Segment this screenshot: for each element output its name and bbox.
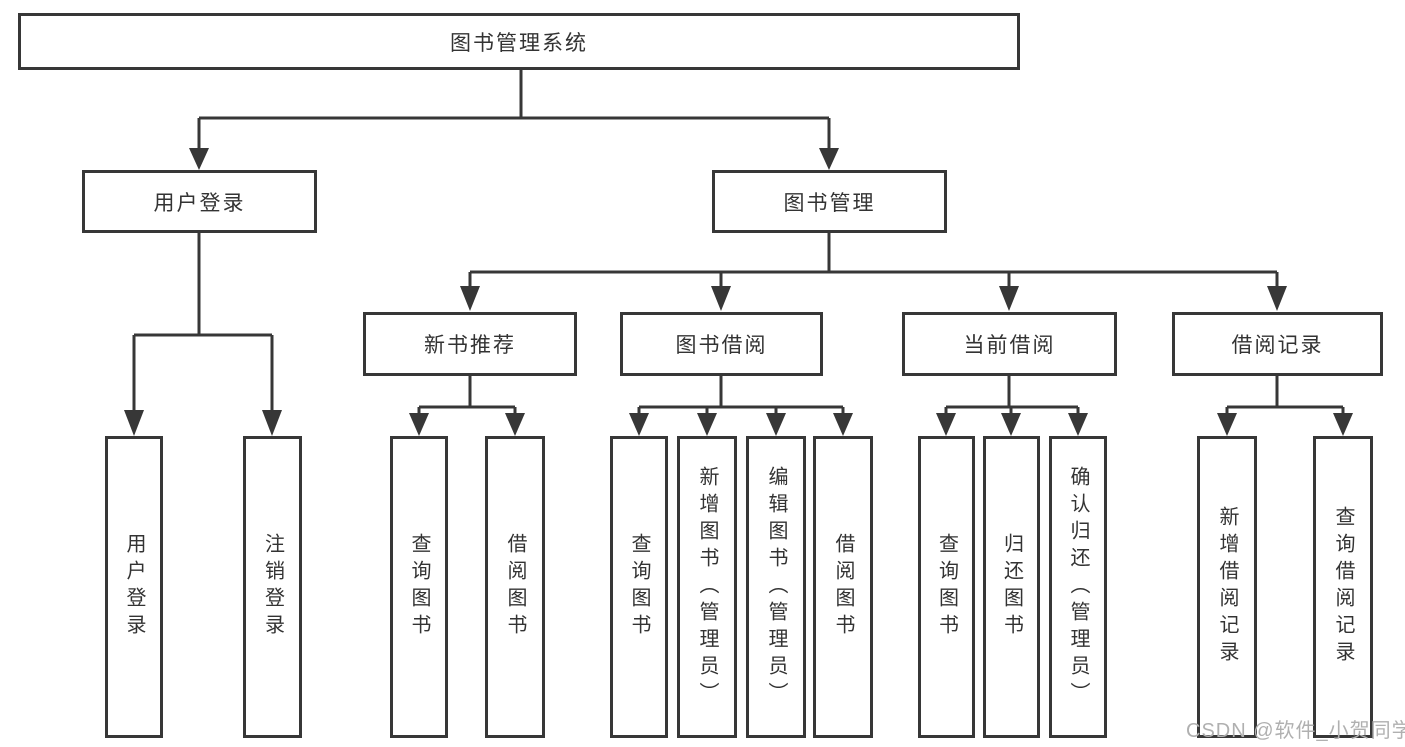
node-book-management-label: 图书管理	[783, 191, 876, 215]
leaf-current-return-books-label: 归还图书	[1000, 533, 1023, 641]
leaf-newbooks-query-books: 查询图书	[390, 436, 448, 738]
connector-root	[197, 70, 831, 152]
leaf-borrow-add-books-admin-label: 新增图书（管理员）	[696, 465, 718, 709]
connector-user-login	[132, 233, 274, 414]
node-borrow-records-label: 借阅记录	[1231, 334, 1324, 357]
leaf-current-return-books: 归还图书	[983, 436, 1040, 738]
node-root-label: 图书管理系统	[450, 31, 588, 55]
watermark: CSDN @软件_小贺同学	[1186, 720, 1405, 742]
leaf-borrow-borrow-books-label: 借阅图书	[832, 533, 854, 641]
connector-current-borrow	[944, 376, 1080, 416]
leaf-records-add-record: 新增借阅记录	[1197, 436, 1257, 738]
leaf-logout: 注销登录	[243, 436, 302, 738]
leaf-user-login-label: 用户登录	[123, 533, 145, 641]
leaf-newbooks-query-books-label: 查询图书	[408, 533, 430, 641]
node-new-book-recommend: 新书推荐	[363, 312, 577, 376]
leaf-borrow-edit-books-admin: 编辑图书（管理员）	[746, 436, 806, 738]
leaf-current-query-books: 查询图书	[918, 436, 975, 738]
node-current-borrow-label: 当前借阅	[963, 334, 1056, 357]
node-new-book-recommend-label: 新书推荐	[424, 334, 516, 357]
leaf-borrow-borrow-books: 借阅图书	[813, 436, 873, 738]
leaf-borrow-query-books: 查询图书	[610, 436, 668, 738]
leaf-newbooks-borrow-books: 借阅图书	[485, 436, 545, 738]
leaf-current-confirm-return-admin: 确认归还（管理员）	[1049, 436, 1107, 738]
node-book-management: 图书管理	[712, 170, 947, 233]
leaf-records-query-record: 查询借阅记录	[1313, 436, 1373, 738]
leaf-current-confirm-return-admin-label: 确认归还（管理员）	[1067, 465, 1089, 709]
leaf-newbooks-borrow-books-label: 借阅图书	[504, 533, 526, 641]
connector-book-mgmt	[468, 233, 1279, 290]
leaf-borrow-edit-books-admin-label: 编辑图书（管理员）	[765, 465, 787, 709]
connector-borrow-records	[1225, 376, 1345, 416]
node-book-borrow-label: 图书借阅	[675, 334, 768, 357]
leaf-borrow-add-books-admin: 新增图书（管理员）	[677, 436, 737, 738]
node-user-login-label: 用户登录	[153, 191, 246, 215]
node-borrow-records: 借阅记录	[1172, 312, 1383, 376]
leaf-borrow-query-books-label: 查询图书	[628, 533, 650, 641]
connector-book-borrow	[637, 376, 845, 416]
node-user-login: 用户登录	[82, 170, 317, 233]
leaf-current-query-books-label: 查询图书	[935, 533, 958, 641]
arrowheads	[124, 148, 1353, 436]
connector-new-books	[417, 376, 517, 416]
node-book-borrow: 图书借阅	[620, 312, 823, 376]
leaf-records-add-record-label: 新增借阅记录	[1216, 506, 1238, 668]
node-root: 图书管理系统	[18, 13, 1020, 70]
leaf-logout-label: 注销登录	[261, 533, 284, 641]
leaf-user-login: 用户登录	[105, 436, 163, 738]
leaf-records-query-record-label: 查询借阅记录	[1332, 506, 1354, 668]
node-current-borrow: 当前借阅	[902, 312, 1117, 376]
